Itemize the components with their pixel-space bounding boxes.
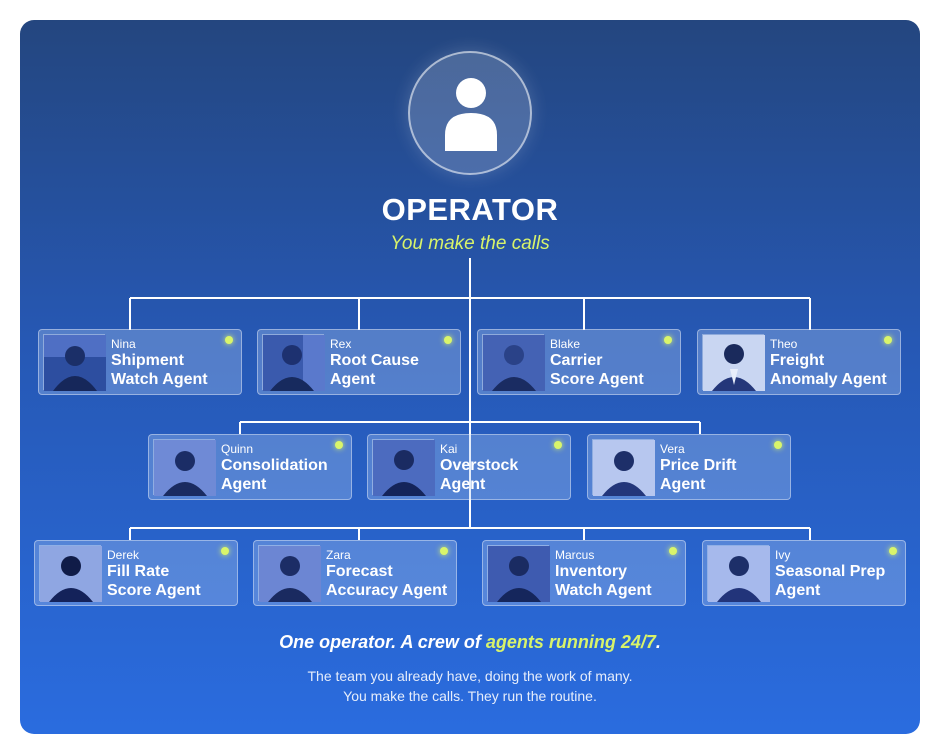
status-dot <box>225 336 233 344</box>
agent-photo <box>153 439 216 496</box>
status-dot <box>335 441 343 449</box>
tagline-lead: One operator. A crew of <box>279 632 486 652</box>
operator-subtitle: You make the calls <box>390 233 550 254</box>
agent-card-kai[interactable]: Kai Overstock Agent <box>367 434 571 500</box>
agent-role: Carrier Score Agent <box>550 352 644 388</box>
agent-name: Zara <box>326 548 351 562</box>
agent-role: Inventory Watch Agent <box>555 563 652 599</box>
description-line-2: You make the calls. They run the routine… <box>343 688 597 704</box>
agent-role: Seasonal Prep Agent <box>775 563 886 599</box>
agent-name: Quinn <box>221 442 254 456</box>
status-dot <box>669 547 677 555</box>
status-dot <box>444 336 452 344</box>
agent-name: Vera <box>660 442 685 456</box>
agent-photo <box>372 439 435 496</box>
agent-role: Fill Rate Score Agent <box>107 563 201 599</box>
operator-title: OPERATOR <box>381 192 559 227</box>
description: The team you already have, doing the wor… <box>20 666 920 706</box>
org-chart-card: OPERATOR You make the calls Nina Shipmen… <box>20 20 920 734</box>
agent-photo <box>262 334 325 391</box>
agent-role: Shipment Watch Agent <box>111 352 208 388</box>
agent-role: Price Drift Agent <box>660 457 737 493</box>
agent-name: Kai <box>440 442 458 456</box>
status-dot <box>221 547 229 555</box>
status-dot <box>664 336 672 344</box>
agent-card-quinn[interactable]: Quinn Consolidation Agent <box>148 434 352 500</box>
agent-card-marcus[interactable]: Marcus Inventory Watch Agent <box>482 540 686 606</box>
status-dot <box>440 547 448 555</box>
agent-photo <box>707 545 770 602</box>
agent-name: Rex <box>330 337 352 351</box>
agent-photo <box>487 545 550 602</box>
agent-photo <box>258 545 321 602</box>
operator-avatar <box>408 51 532 175</box>
status-dot <box>884 336 892 344</box>
tagline: One operator. A crew of agents running 2… <box>20 632 920 653</box>
agent-card-nina[interactable]: Nina Shipment Watch Agent <box>38 329 242 395</box>
user-icon <box>445 78 497 151</box>
agent-role: Freight Anomaly Agent <box>770 352 887 388</box>
status-dot <box>554 441 562 449</box>
status-dot <box>774 441 782 449</box>
agent-card-vera[interactable]: Vera Price Drift Agent <box>587 434 791 500</box>
agent-photo <box>592 439 655 496</box>
agent-card-zara[interactable]: Zara Forecast Accuracy Agent <box>253 540 457 606</box>
status-dot <box>889 547 897 555</box>
agent-photo <box>39 545 102 602</box>
agent-name: Marcus <box>555 548 595 562</box>
agent-photo <box>43 334 106 391</box>
connector-lines <box>129 258 811 540</box>
agent-photo <box>482 334 545 391</box>
agent-role: Root Cause Agent <box>330 352 419 388</box>
agent-name: Derek <box>107 548 140 562</box>
agent-role: Forecast Accuracy Agent <box>326 563 448 599</box>
agent-role: Overstock Agent <box>440 457 519 493</box>
agent-name: Blake <box>550 337 581 351</box>
tagline-end: . <box>655 632 661 652</box>
agent-photo <box>702 334 765 391</box>
agent-card-ivy[interactable]: Ivy Seasonal Prep Agent <box>702 540 906 606</box>
agent-card-derek[interactable]: Derek Fill Rate Score Agent <box>34 540 238 606</box>
tagline-highlight: agents running 24/7 <box>485 632 656 652</box>
agent-name: Nina <box>111 337 136 351</box>
agent-card-rex[interactable]: Rex Root Cause Agent <box>257 329 461 395</box>
agent-name: Ivy <box>775 548 791 562</box>
agent-card-blake[interactable]: Blake Carrier Score Agent <box>477 329 681 395</box>
agent-role: Consolidation Agent <box>221 457 328 493</box>
agent-name: Theo <box>770 337 798 351</box>
agent-card-theo[interactable]: Theo Freight Anomaly Agent <box>697 329 901 395</box>
description-line-1: The team you already have, doing the wor… <box>307 668 633 684</box>
